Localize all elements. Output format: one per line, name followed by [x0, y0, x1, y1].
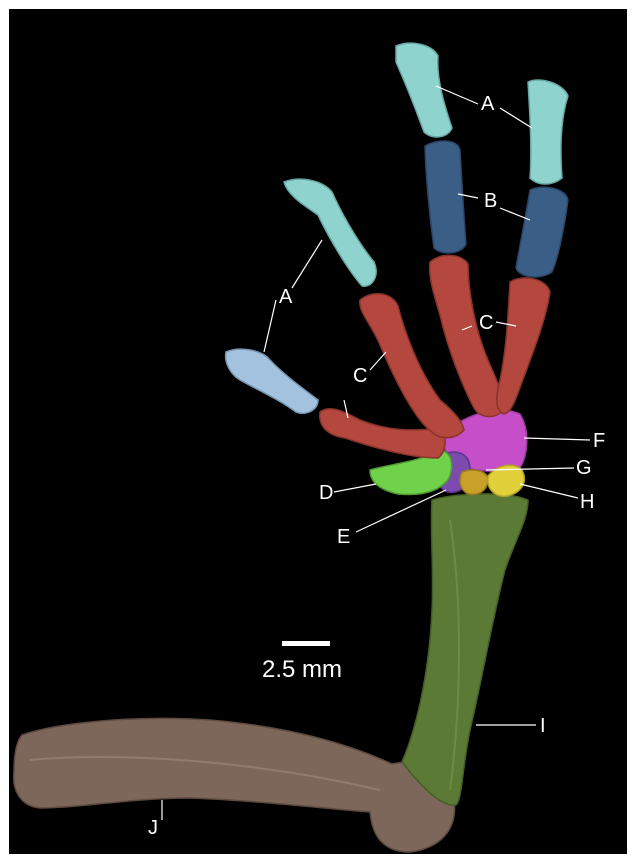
label-h: H: [580, 492, 594, 512]
label-f: F: [593, 431, 605, 451]
label-b: B: [484, 191, 497, 211]
label-e: E: [337, 527, 350, 547]
label-c-mid: C: [479, 313, 493, 333]
label-c-left: C: [353, 366, 367, 386]
label-g: G: [576, 458, 592, 478]
label-d: D: [319, 483, 333, 503]
label-j: J: [148, 818, 158, 838]
scale-bar: [282, 641, 330, 646]
label-i: I: [540, 716, 546, 736]
label-a-top: A: [481, 94, 494, 114]
carpal-g: [460, 470, 488, 494]
label-a-left: A: [279, 287, 292, 307]
phalanx-a-right: [528, 80, 568, 184]
scale-bar-label: 2.5 mm: [262, 658, 342, 682]
